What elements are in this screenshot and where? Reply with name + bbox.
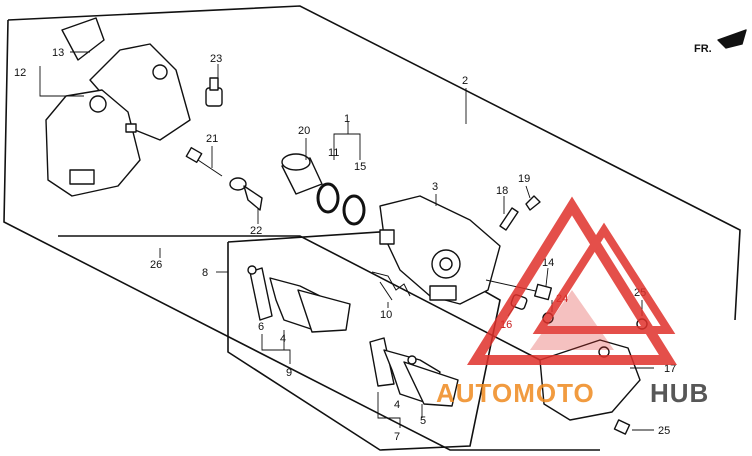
callout-7: 7 [394,431,400,443]
watermark-text-orange: AUTOMOTO [436,378,595,408]
callout-15: 15 [354,161,366,173]
fr-label: FR. [694,43,712,55]
pin-boot-22 [229,177,263,211]
callout-26: 26 [150,259,162,271]
caliper-bracket [45,17,191,197]
watermark-triangle-small [532,222,676,334]
caliper-body [379,195,501,305]
callout-4b: 4 [394,399,400,411]
callout-9: 9 [286,367,292,379]
slide-pin-21 [185,146,223,177]
brake-pad-set-7 [369,337,459,407]
front-direction-arrow: FR. [694,29,747,55]
callout-8: 8 [202,267,208,279]
bleeder-cap-19 [525,195,541,211]
callout-12: 12 [14,67,26,79]
callout-20: 20 [298,125,310,137]
screw-25-lower [613,419,631,435]
bolt-23 [205,77,223,107]
piston-20 [281,153,323,195]
callout-1: 1 [344,113,350,125]
watermark-text-dark: HUB [650,378,709,408]
callout-2: 2 [462,75,468,87]
watermark-triangle-large [466,196,678,365]
dust-seal-15 [342,194,366,226]
watermark-triangle-inner [530,290,614,350]
callout-13: 13 [52,47,64,59]
callout-25-lower: 25 [658,425,670,437]
callout-19: 19 [518,173,530,185]
callout-18: 18 [496,185,508,197]
callout-11: 11 [328,147,339,159]
callout-3: 3 [432,181,438,193]
callout-22: 22 [250,225,262,237]
callout-21: 21 [206,133,218,145]
callout-6: 6 [258,321,264,333]
piston-seal-11 [316,182,340,214]
brake-pad-set-9 [247,265,351,333]
assembly-frame [3,5,741,451]
pad-spring-10 [371,271,411,301]
callout-5: 5 [420,415,426,427]
callouts: 1 2 3 4 4 5 6 7 8 9 10 11 12 13 14 15 16… [14,47,676,443]
callout-10: 10 [380,309,392,321]
callout-23: 23 [210,53,222,65]
callout-17: 17 [664,363,676,375]
automotohub-watermark: AUTOMOTO HUB [436,196,709,408]
callout-14: 14 [542,257,554,269]
pin-bolt-14 [485,279,553,301]
bleeder-screw-18 [499,207,519,231]
callout-4a: 4 [280,333,286,345]
